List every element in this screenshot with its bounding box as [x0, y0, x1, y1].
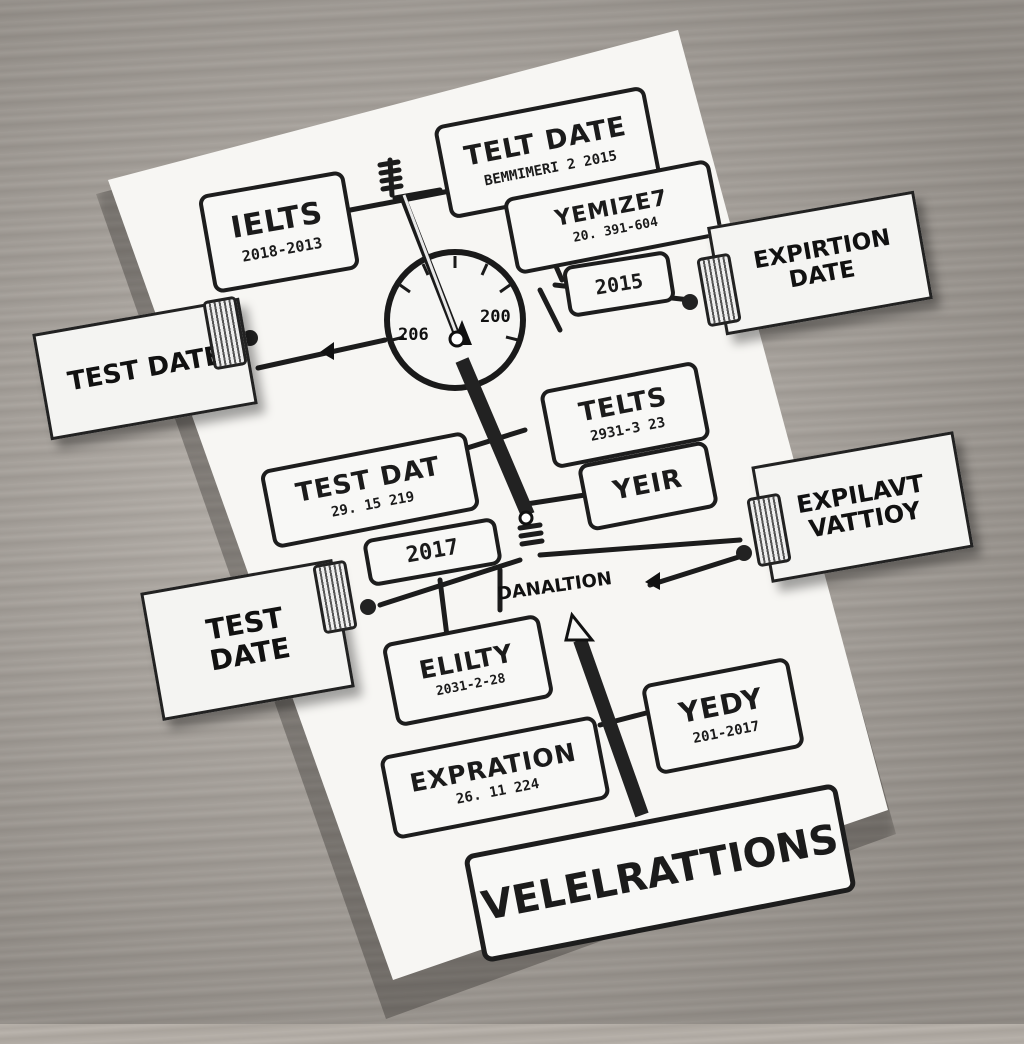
- expirtion-date-tag-label: EXPIRTION DATE: [751, 224, 893, 294]
- test-date-tag-lower-label: TEST DATE: [203, 600, 293, 678]
- year-2015-title: 2015: [593, 267, 645, 300]
- yeir-title: YEIR: [610, 463, 686, 507]
- test-date-tag-upper-label: TEST DATE: [65, 340, 225, 398]
- explavt-vattioy-tag-label: EXPILAVT VATTIOY: [794, 468, 926, 544]
- danaltion-label: DANALTION: [496, 568, 613, 605]
- dial-left-number: 206: [398, 325, 429, 345]
- dial-gauge: [384, 249, 526, 391]
- dial-right-number: 200: [480, 307, 511, 327]
- year-2017-title: 2017: [404, 535, 461, 569]
